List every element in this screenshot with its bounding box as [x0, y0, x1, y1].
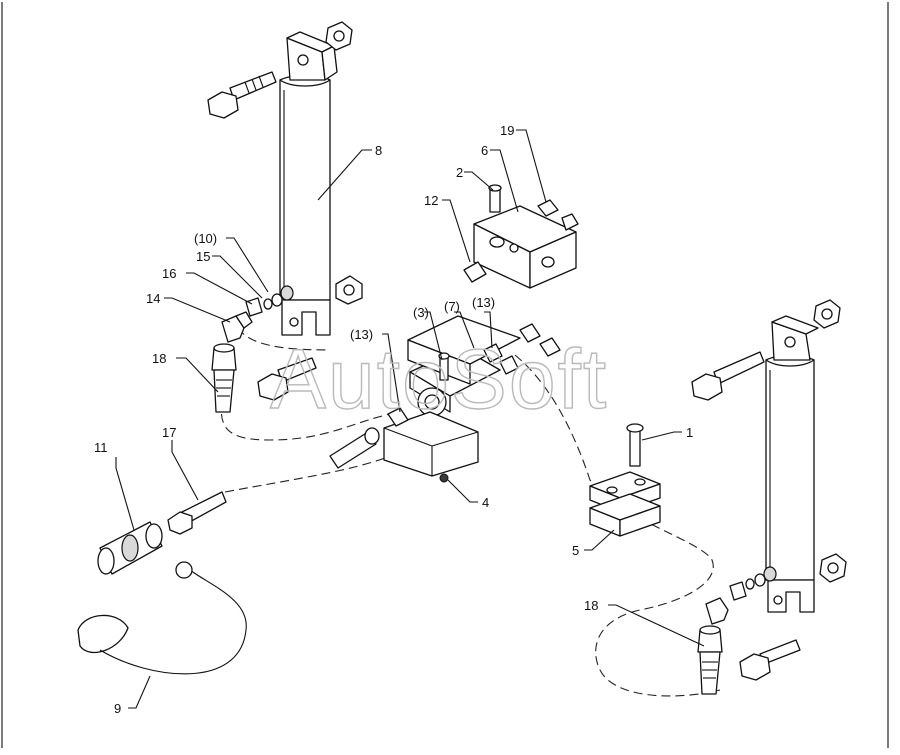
label-2: 2 — [456, 165, 463, 180]
elbow-fitting-left — [221, 311, 253, 343]
label-18-left: 18 — [152, 351, 166, 366]
fitting-19 — [537, 199, 579, 231]
central-valve-assembly — [383, 315, 561, 477]
label-11: 11 — [94, 440, 108, 455]
label-7: (7) — [444, 299, 460, 314]
washer-stack-right — [729, 566, 777, 601]
hose-left — [220, 399, 401, 441]
bolt-left-bottom — [257, 357, 317, 401]
bolt-right-bottom — [739, 639, 801, 681]
label-4: 4 — [482, 495, 489, 510]
dust-cap — [77, 561, 247, 675]
nut-right-bottom — [819, 553, 847, 583]
label-8: 8 — [375, 143, 382, 158]
label-14: 14 — [146, 291, 160, 306]
bolt-1 — [626, 423, 644, 467]
label-10: (10) — [194, 231, 217, 246]
label-9: 9 — [114, 701, 121, 716]
hydraulic-cylinder-left — [279, 31, 338, 336]
watermark: AutoSoft — [270, 332, 608, 426]
label-18-right: 18 — [584, 598, 598, 613]
label-15: 15 — [196, 249, 210, 264]
label-13-left: (13) — [350, 327, 373, 342]
label-13-right: (13) — [472, 295, 495, 310]
hose-center-lower — [224, 451, 401, 493]
elbow-fitting-right — [705, 597, 729, 625]
quick-coupler — [97, 521, 163, 575]
hose-end-right — [697, 625, 723, 695]
bolt-right-top — [691, 351, 765, 401]
hydraulic-cylinder-right — [765, 315, 819, 613]
label-12: 12 — [424, 193, 438, 208]
nut-4 — [439, 473, 449, 483]
leader-lines — [115, 129, 705, 709]
hose-end-left — [211, 343, 237, 413]
nut-left-bottom — [335, 275, 363, 305]
washer-stack-left — [245, 285, 294, 317]
label-6: 6 — [481, 143, 488, 158]
label-3: (3) — [413, 305, 429, 320]
nut-left-top — [325, 21, 353, 51]
clamp-block — [589, 471, 661, 537]
hose-end-17 — [167, 491, 227, 535]
label-1: 1 — [686, 425, 693, 440]
hose-right — [514, 354, 721, 697]
label-19: 19 — [500, 123, 514, 138]
label-16: 16 — [162, 266, 176, 281]
nut-right-top — [813, 299, 841, 329]
valve-block — [473, 205, 577, 289]
label-5: 5 — [572, 543, 579, 558]
label-17: 17 — [162, 425, 176, 440]
screw-2 — [488, 184, 502, 213]
bolt-left-top — [207, 71, 277, 119]
fitting-12 — [463, 261, 487, 283]
hose-end-center — [329, 427, 380, 469]
